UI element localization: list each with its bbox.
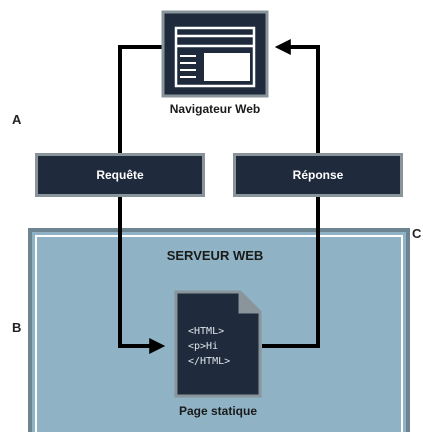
page-caption: Page statique <box>178 404 258 418</box>
browser-window-icon <box>161 10 269 98</box>
label-a: A <box>12 112 22 127</box>
response-box: Réponse <box>233 153 403 197</box>
code-line-2: <p>Hi <box>188 341 219 352</box>
label-b: B <box>12 320 22 335</box>
request-to-page-line <box>118 196 166 354</box>
response-label: Réponse <box>292 168 344 182</box>
browser-to-request-line <box>118 45 163 154</box>
document-icon <box>174 290 262 398</box>
label-c: C <box>412 226 422 241</box>
page-to-response-line <box>262 196 320 348</box>
browser-caption: Navigateur Web <box>169 102 261 116</box>
server-title: SERVEUR WEB <box>166 248 264 263</box>
web-server-inner-border <box>35 235 403 432</box>
request-box: Requête <box>35 153 205 197</box>
response-to-browser-line <box>274 39 320 154</box>
request-label: Requête <box>96 168 144 182</box>
code-line-1: <HTML> <box>188 326 225 337</box>
code-line-3: </HTML> <box>188 356 231 367</box>
